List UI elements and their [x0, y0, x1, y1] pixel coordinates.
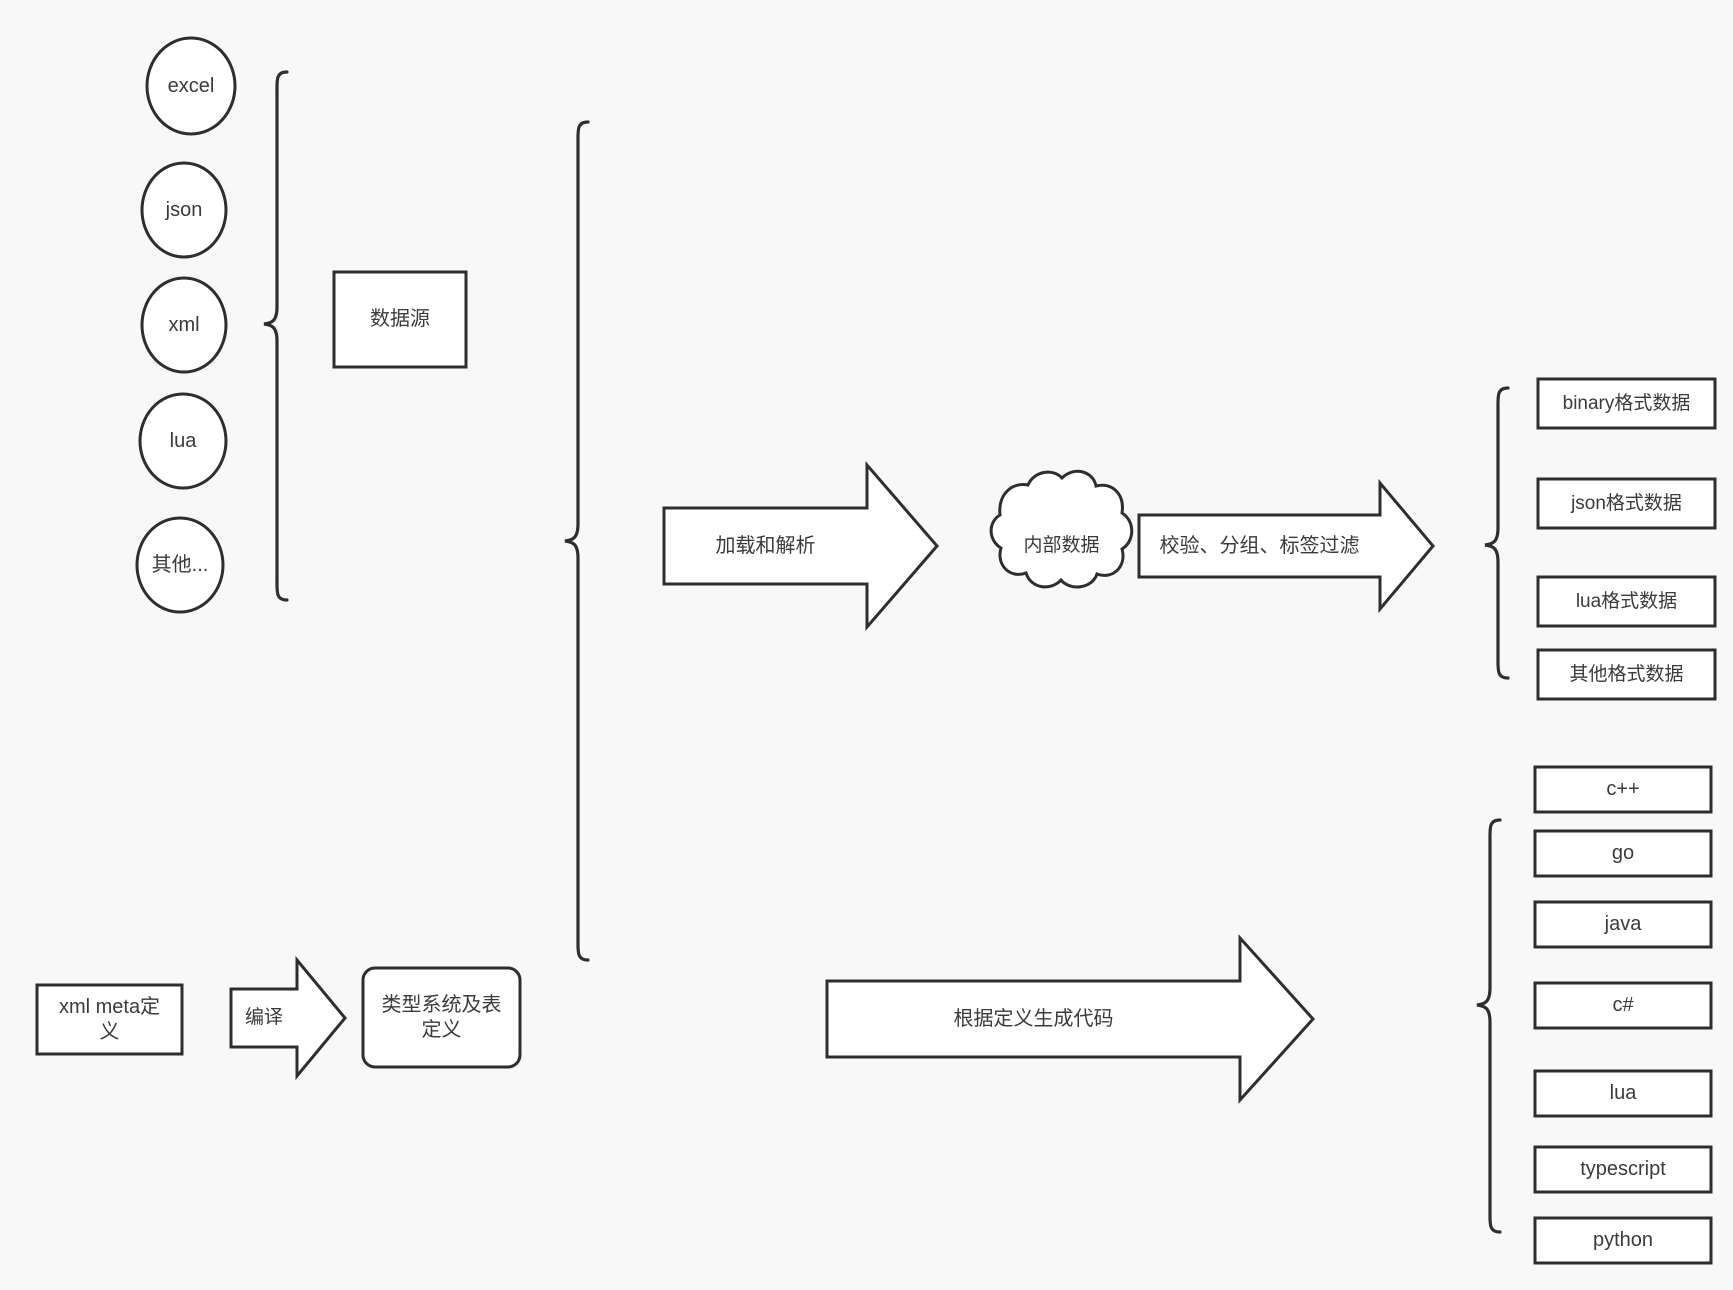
languages-brace	[1476, 818, 1502, 1234]
data-format-box-lua[interactable]	[1536, 575, 1717, 628]
language-box-cpp[interactable]	[1533, 765, 1713, 814]
source-ellipse-excel[interactable]	[145, 36, 237, 136]
main-input-brace	[564, 120, 590, 962]
source-ellipse-json[interactable]	[140, 161, 228, 259]
data-formats-brace	[1484, 386, 1510, 680]
sources-group-brace	[263, 70, 289, 602]
xml-meta-box[interactable]	[35, 983, 184, 1056]
type-system-box[interactable]	[361, 966, 522, 1069]
validate-group-filter-arrow[interactable]	[1137, 478, 1435, 614]
language-box-lua[interactable]	[1533, 1069, 1713, 1118]
language-box-csharp[interactable]	[1533, 981, 1713, 1030]
data-source-box[interactable]	[332, 270, 468, 369]
language-box-go[interactable]	[1533, 829, 1713, 878]
compile-arrow[interactable]	[229, 955, 347, 1081]
load-parse-arrow[interactable]	[662, 460, 939, 632]
codegen-arrow[interactable]	[825, 934, 1316, 1104]
data-format-box-binary[interactable]	[1536, 377, 1717, 430]
language-box-java[interactable]	[1533, 900, 1713, 949]
internal-data-cloud[interactable]	[989, 469, 1134, 589]
language-box-typescript[interactable]	[1533, 1145, 1713, 1194]
source-ellipse-other[interactable]	[135, 516, 225, 614]
source-ellipse-xml[interactable]	[140, 276, 228, 374]
data-format-box-other[interactable]	[1536, 648, 1717, 701]
language-box-python[interactable]	[1533, 1216, 1713, 1265]
data-format-box-json[interactable]	[1536, 477, 1717, 530]
source-ellipse-lua[interactable]	[138, 392, 228, 490]
